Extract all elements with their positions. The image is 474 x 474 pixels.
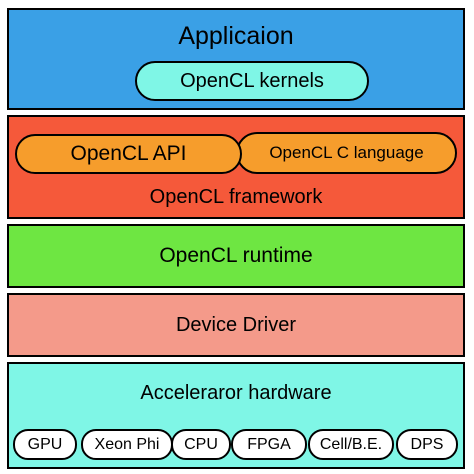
opencl-api-pill: OpenCL API [15,134,242,174]
device-driver-layer: Device Driver [7,293,465,357]
accelerator-hardware-layer: Acceleraror hardware GPU Xeon Phi CPU FP… [7,362,465,469]
accelerator-hardware-layer-title: Acceleraror hardware [140,382,332,404]
opencl-kernels-pill: OpenCL kernels [135,61,369,101]
device-pill-cpu: CPU [171,429,231,460]
device-pill-xeon-phi: Xeon Phi [81,429,173,460]
device-pill-dps: DPS [396,429,458,460]
opencl-runtime-layer-title: OpenCL runtime [159,244,313,267]
application-layer-title: Applicaion [178,22,294,50]
device-pill-cell-be: Cell/B.E. [308,429,394,460]
device-pill-gpu: GPU [13,429,77,460]
device-driver-layer-title: Device Driver [175,314,297,336]
opencl-framework-layer-title: OpenCL framework [149,186,323,208]
device-pill-fpga: FPGA [231,429,307,460]
opencl-framework-layer: OpenCL C language OpenCL API OpenCL fram… [7,115,465,219]
application-layer: Applicaion OpenCL kernels [7,8,465,110]
opencl-runtime-layer: OpenCL runtime [7,224,465,288]
opencl-c-language-pill: OpenCL C language [236,132,457,174]
